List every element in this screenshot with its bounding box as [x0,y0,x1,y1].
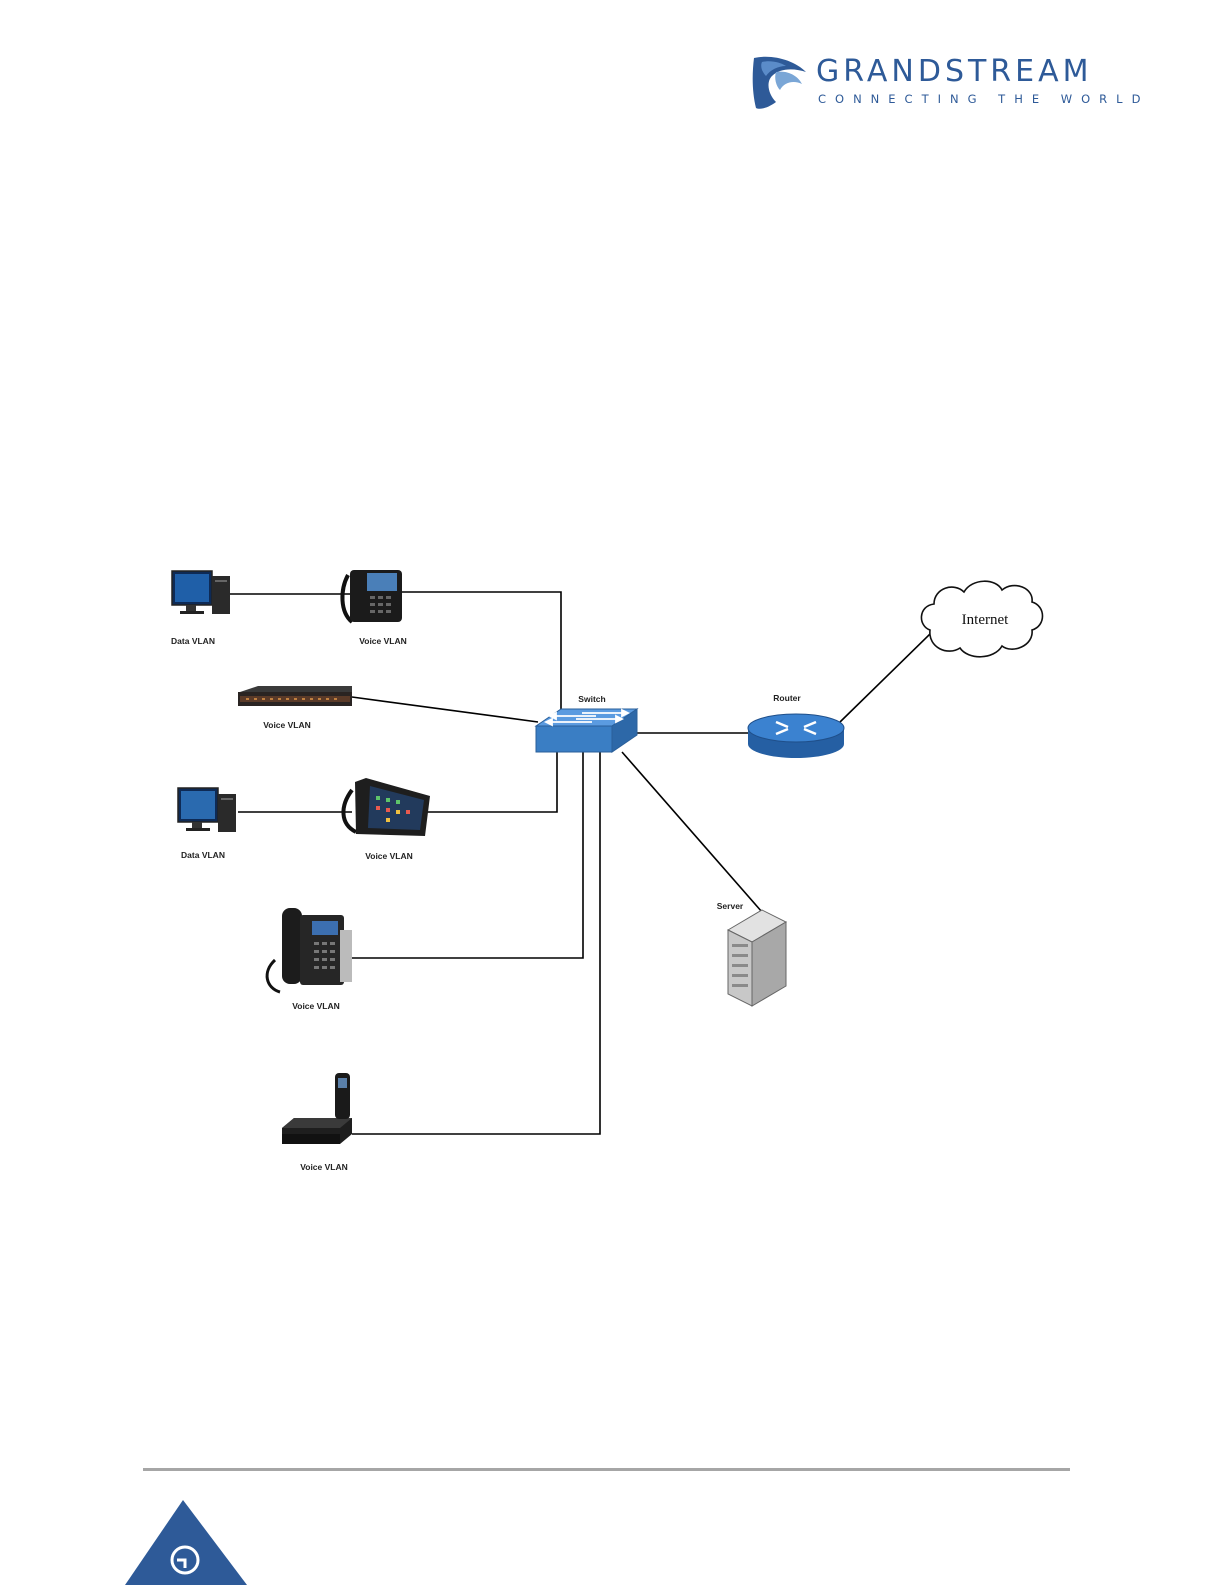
link-switch-server [622,752,762,912]
switch-label: Switch [578,694,605,704]
dect-label: Voice VLAN [300,1162,348,1172]
link-gateway-switch [352,697,538,722]
switch-icon [536,709,637,752]
gateway-label: Voice VLAN [263,720,311,730]
ip-phone-icon [342,570,402,622]
footer-divider [143,1468,1070,1471]
internet-label: Internet [962,612,1009,628]
desktop-pc-icon [172,571,230,614]
server-label: Server [717,901,744,911]
link-phone1-switch [402,592,561,722]
desktop-pc-icon [178,788,236,832]
phone2-label: Voice VLAN [365,851,413,861]
router-icon [748,714,844,758]
video-phone-icon [343,778,430,836]
link-router-internet [840,634,930,722]
phone1-label: Voice VLAN [359,636,407,646]
router-label: Router [773,693,801,703]
connection-lines [230,592,930,1134]
phone3-label: Voice VLAN [292,1001,340,1011]
pc1-label: Data VLAN [171,636,215,646]
ip-phone-icon [267,908,352,992]
dect-base-handset-icon [282,1073,352,1144]
voip-gateway-icon [238,686,352,706]
pc2-label: Data VLAN [181,850,225,860]
link-phone2-switch [425,752,557,812]
server-icon [728,910,786,1006]
grandstream-footer-logo-icon [125,1500,247,1585]
